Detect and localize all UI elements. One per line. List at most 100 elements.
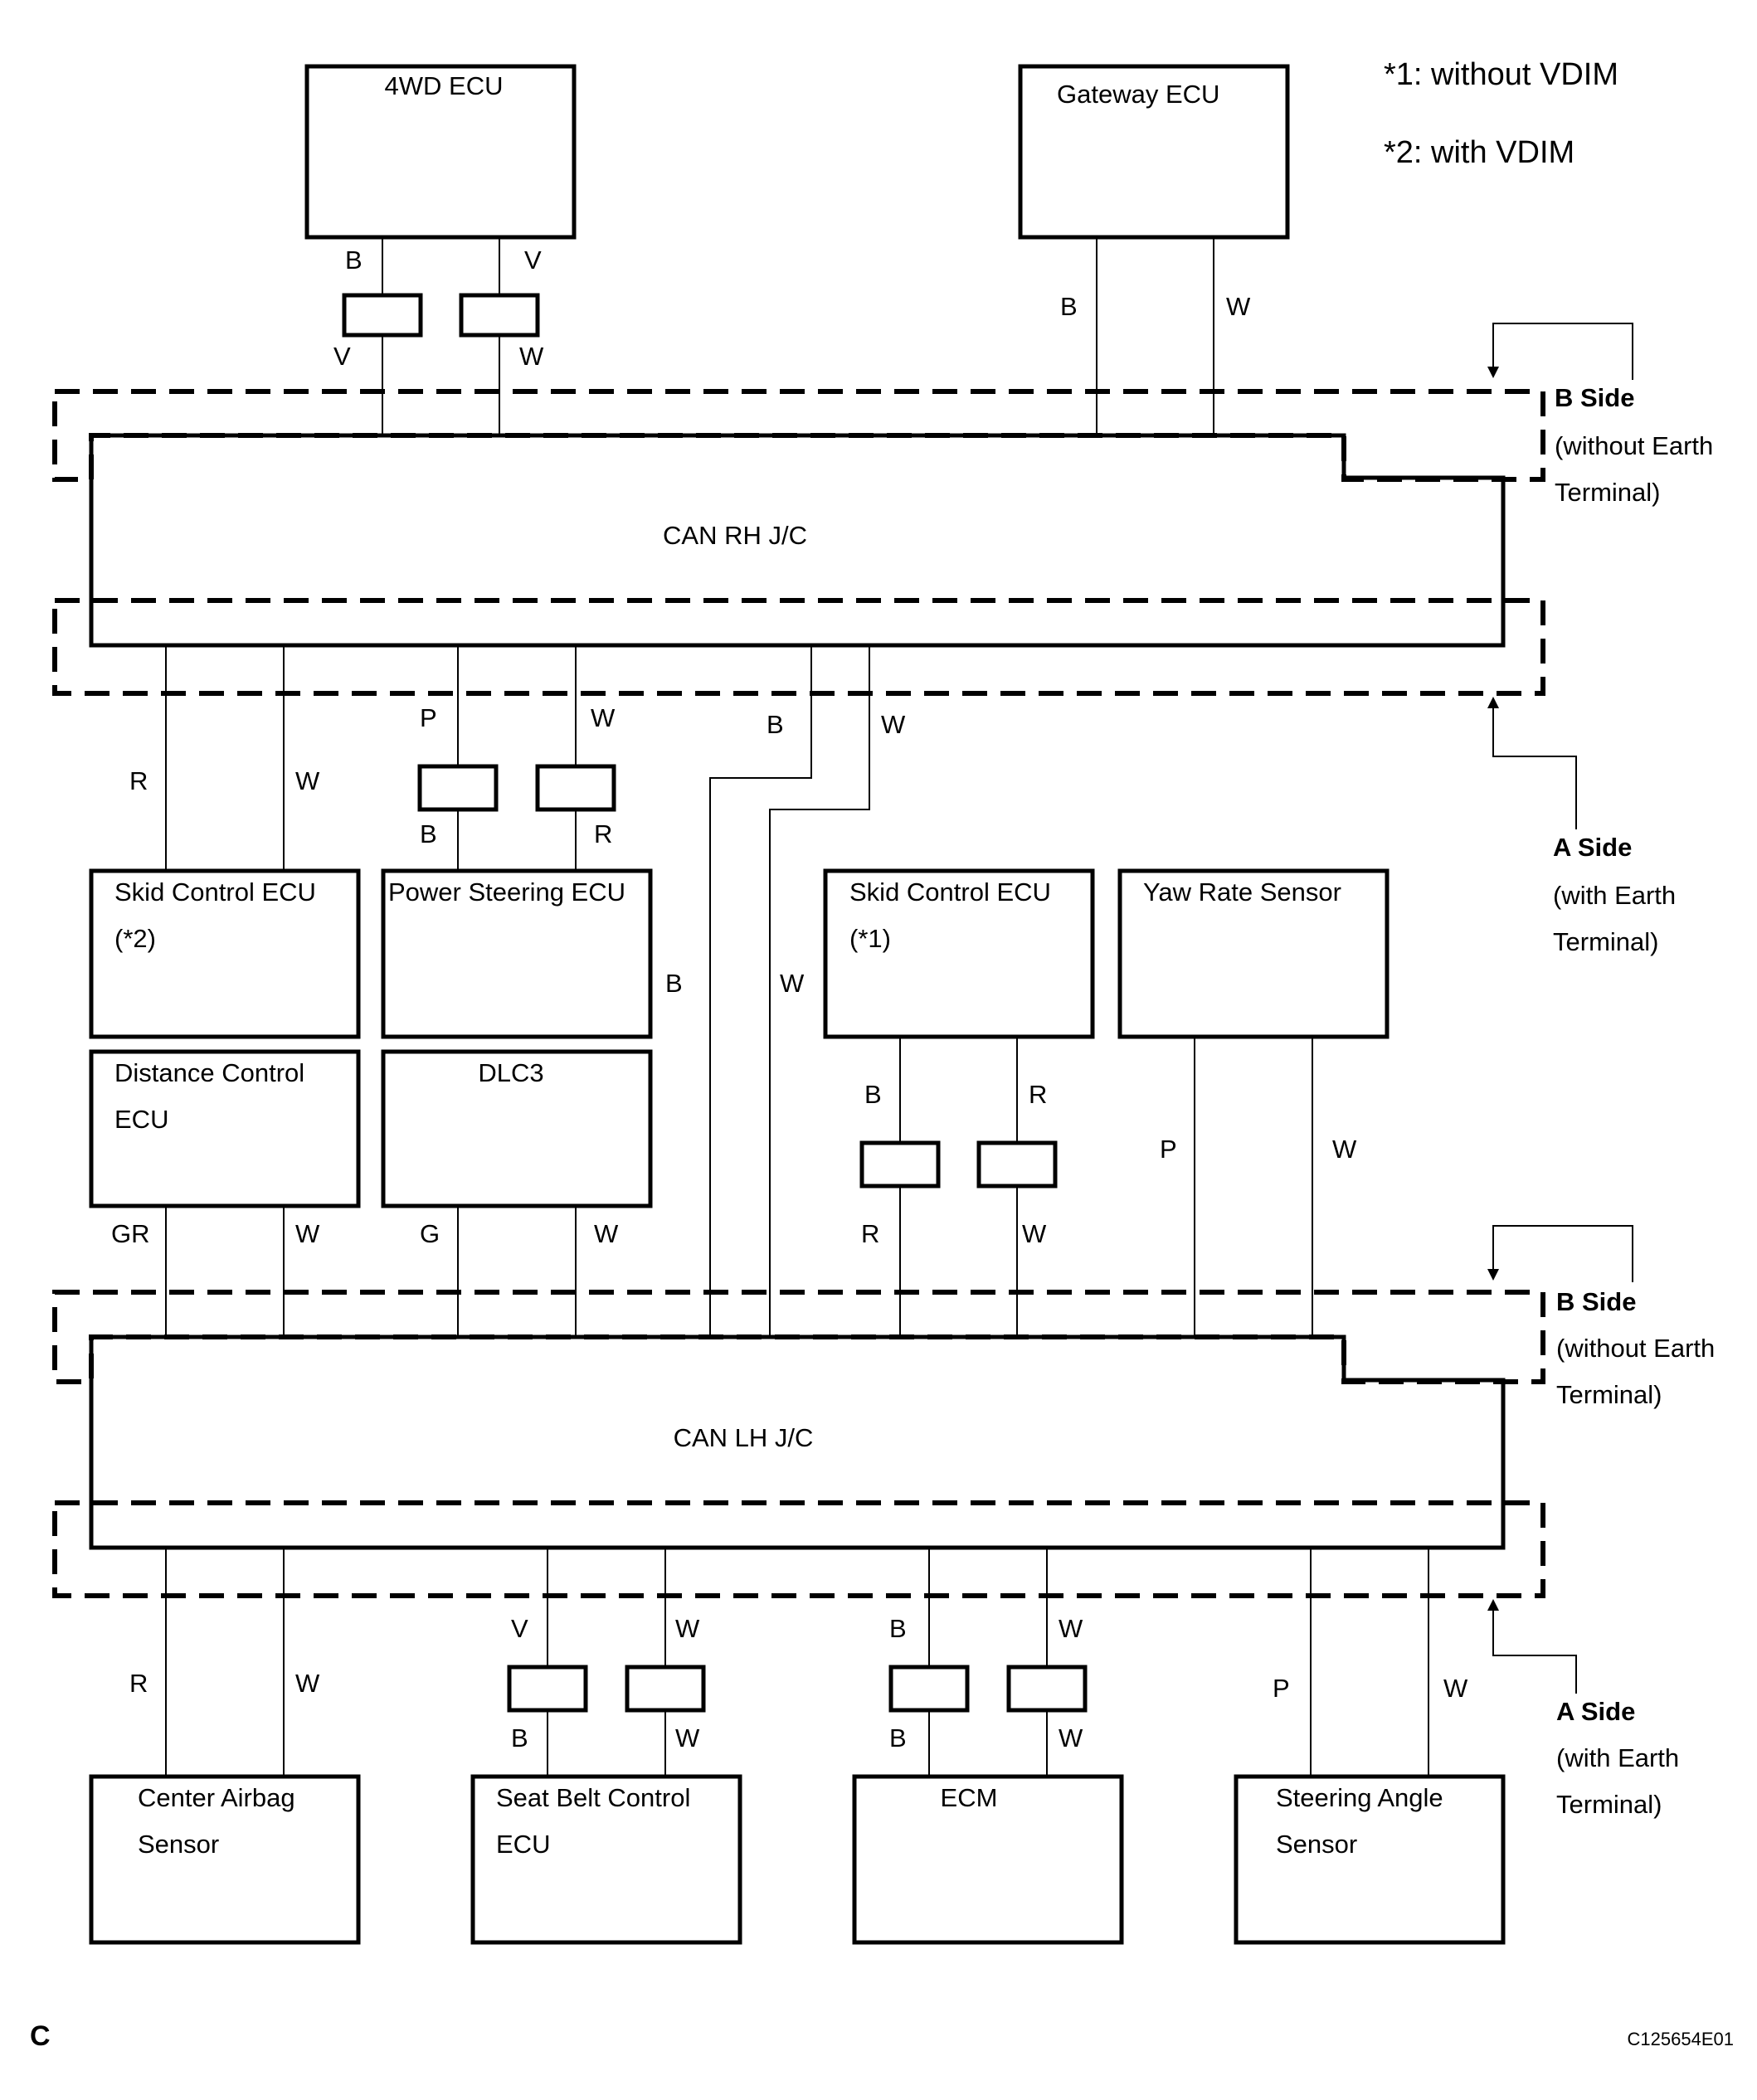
- yaw-rate-sensor-box: Yaw Rate Sensor: [1117, 868, 1390, 1039]
- wire-color-label: R: [594, 819, 612, 848]
- steering-angle-sensor-label: Steering Angle: [1276, 1783, 1443, 1812]
- skid-control-ecu-vdim-box: Skid Control ECU (*2): [89, 868, 361, 1039]
- wire-color-label: P: [1160, 1135, 1177, 1164]
- lh-b-side-callout: B Side (without Earth Terminal): [1487, 1225, 1715, 1409]
- corner-letter: C: [30, 2020, 51, 2052]
- wire-color-label: W: [591, 703, 616, 732]
- rh-a-side-callout: A Side (with Earth Terminal): [1487, 697, 1676, 956]
- lh-b-side-sub2: Terminal): [1556, 1380, 1662, 1409]
- wire-color-label: W: [1332, 1135, 1357, 1164]
- connector-ecm-1: [888, 1665, 970, 1713]
- connector-skid1-2: [976, 1140, 1058, 1189]
- skid-control-ecu-no-vdim-label: Skid Control ECU: [849, 877, 1051, 907]
- wire-color-label: W: [295, 1219, 320, 1248]
- center-airbag-sensor-label-2: Sensor: [138, 1830, 219, 1859]
- skid-control-ecu-no-vdim-note: (*1): [849, 924, 891, 953]
- wire-color-label: W: [519, 342, 544, 371]
- wire-color-label: W: [881, 710, 906, 739]
- skid-control-ecu-vdim-note: (*2): [114, 924, 156, 953]
- note-without-vdim: *1: without VDIM: [1384, 57, 1618, 92]
- steering-angle-sensor-label-2: Sensor: [1276, 1830, 1357, 1859]
- connector-seatbelt-1: [507, 1665, 588, 1713]
- connector-4wd-2: [459, 293, 540, 338]
- wire-color-label: B: [511, 1723, 528, 1752]
- connector-seatbelt-2: [625, 1665, 706, 1713]
- skid-control-ecu-no-vdim-box: Skid Control ECU (*1): [823, 868, 1095, 1039]
- wire-color-label: P: [420, 703, 437, 732]
- power-steering-ecu-box: Power Steering ECU: [381, 868, 653, 1039]
- can-rh-jc-label: CAN RH J/C: [663, 521, 807, 550]
- dist-dlc3-wires: GR W G W: [111, 1206, 619, 1337]
- gateway-wires: B W: [1060, 237, 1251, 435]
- can-lh-junction-connector: CAN LH J/C: [52, 1290, 1545, 1598]
- wire-color-label: W: [675, 1614, 700, 1643]
- wire-color-label: V: [511, 1614, 528, 1643]
- lh-a-side-callout: A Side (with Earth Terminal): [1487, 1599, 1679, 1819]
- wire-color-label: W: [295, 766, 320, 795]
- ecm-label: ECM: [941, 1783, 998, 1812]
- lh-a-side-sub: (with Earth: [1556, 1743, 1679, 1772]
- wire-color-label: W: [594, 1219, 619, 1248]
- rh-b-side-callout: B Side (without Earth Terminal): [1487, 323, 1713, 507]
- wire-color-label: P: [1273, 1674, 1290, 1703]
- power-steering-ecu-label: Power Steering ECU: [388, 877, 625, 907]
- gateway-ecu-box: Gateway ECU: [1018, 64, 1290, 240]
- wire-color-label: B: [767, 710, 784, 739]
- lh-b-side-sub: (without Earth: [1556, 1334, 1715, 1363]
- wire-color-label: B: [345, 245, 363, 275]
- rh-b-side-outline: [52, 389, 1545, 482]
- wire-color-label: W: [675, 1723, 700, 1752]
- seat-belt-control-ecu-label-2: ECU: [496, 1830, 550, 1859]
- rh-b-side-sub: (without Earth: [1555, 431, 1713, 460]
- wire-color-label: B: [420, 819, 437, 848]
- rh-b-side-sub2: Terminal): [1555, 478, 1660, 507]
- ecu-4wd-box: 4WD ECU: [304, 64, 577, 240]
- wire-color-label: R: [129, 1669, 148, 1698]
- wire-color-label: W: [1443, 1674, 1468, 1703]
- connector-ps-2: [535, 764, 616, 812]
- wire-color-label: R: [129, 766, 148, 795]
- connector-4wd-1: [342, 293, 423, 338]
- can-lh-jc-label: CAN LH J/C: [674, 1423, 814, 1452]
- rh-lower-wires: R W P W B R B W B W: [129, 645, 906, 1337]
- dlc3-box: DLC3: [381, 1049, 653, 1208]
- connector-ps-1: [417, 764, 499, 812]
- wire-color-label: G: [420, 1219, 440, 1248]
- wire-color-label: GR: [111, 1219, 150, 1248]
- distance-control-ecu-label-2: ECU: [114, 1105, 168, 1134]
- lh-a-side-title: A Side: [1556, 1697, 1635, 1726]
- wire-color-label: W: [295, 1669, 320, 1698]
- can-rh-junction-connector: CAN RH J/C: [52, 389, 1545, 696]
- lh-a-side-sub2: Terminal): [1556, 1790, 1662, 1819]
- wire-color-label: W: [1226, 292, 1251, 321]
- wire-color-label: R: [861, 1219, 879, 1248]
- wire-color-label: W: [1022, 1219, 1047, 1248]
- seat-belt-control-ecu-box: Seat Belt Control ECU: [470, 1774, 742, 1945]
- ecu-4wd-wires: B V V W: [333, 237, 544, 435]
- seat-belt-control-ecu-label: Seat Belt Control: [496, 1783, 690, 1812]
- lh-b-side-title: B Side: [1556, 1287, 1636, 1316]
- rh-a-side-title: A Side: [1553, 833, 1632, 862]
- connector-ecm-2: [1006, 1665, 1088, 1713]
- ecm-box: ECM: [852, 1774, 1124, 1945]
- lh-lower-wires: R W V W B W B W B W P W: [129, 1548, 1468, 1777]
- center-airbag-sensor-box: Center Airbag Sensor: [89, 1774, 361, 1945]
- wire-color-label: W: [780, 969, 805, 998]
- steering-angle-sensor-box: Steering Angle Sensor: [1234, 1774, 1506, 1945]
- ecu-4wd-label: 4WD ECU: [385, 71, 504, 100]
- wire-color-label: B: [1060, 292, 1078, 321]
- rh-b-side-title: B Side: [1555, 383, 1634, 412]
- rh-a-side-outline: [52, 598, 1545, 696]
- skid1-yaw-wires: B R R W P W: [859, 1037, 1357, 1337]
- lh-b-side-outline: [52, 1290, 1545, 1384]
- lh-a-side-outline: [52, 1500, 1545, 1598]
- wire-color-label: V: [524, 245, 542, 275]
- wire-color-label: B: [864, 1080, 882, 1109]
- note-with-vdim: *2: with VDIM: [1384, 135, 1574, 170]
- wire-color-label: B: [665, 969, 683, 998]
- figure-id: C125654E01: [1628, 2029, 1734, 2049]
- distance-control-ecu-label: Distance Control: [114, 1058, 304, 1087]
- wire-color-label: W: [1059, 1614, 1083, 1643]
- wire-color-label: B: [889, 1614, 907, 1643]
